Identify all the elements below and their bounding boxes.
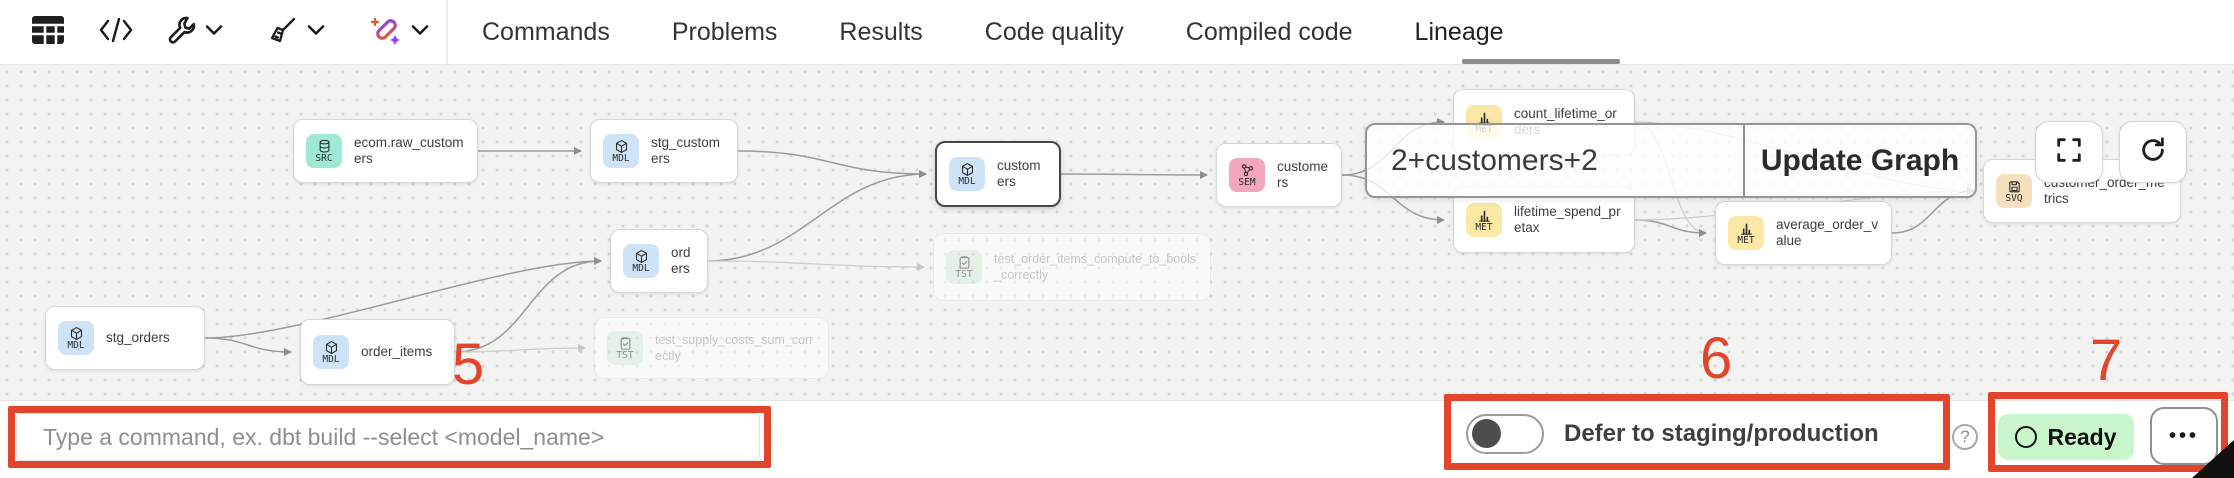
defer-toggle[interactable] bbox=[1466, 414, 1544, 454]
node-label: test_order_items_compute_to_bools_correc… bbox=[994, 252, 1197, 282]
node-label: customers bbox=[997, 158, 1041, 189]
update-graph-button[interactable]: Update Graph bbox=[1760, 143, 1960, 177]
table-icon bbox=[28, 12, 68, 53]
tab-problems[interactable]: Problems bbox=[671, 17, 778, 46]
node-type-label: MDL bbox=[612, 152, 630, 164]
node-type-label: MET bbox=[1737, 234, 1755, 246]
tab-lineage[interactable]: Lineage bbox=[1414, 17, 1504, 46]
node-type-label: MDL bbox=[632, 262, 650, 274]
node-label: orders bbox=[671, 245, 691, 276]
cleanup-tools-dropdown[interactable] bbox=[266, 14, 326, 51]
edge-order_items-to-tst_supply bbox=[454, 344, 586, 353]
node-type-label: SRC bbox=[315, 152, 333, 164]
refresh-graph-button[interactable] bbox=[2119, 121, 2187, 183]
broom-icon bbox=[266, 14, 298, 51]
node-label: order_items bbox=[361, 344, 433, 359]
edge-stg_customers-to-customers_mdl bbox=[737, 150, 927, 178]
node-type-label: TST bbox=[616, 349, 634, 361]
graph-selector-overlay: 2+customers+2 Update Graph bbox=[1365, 123, 1977, 198]
node-label: stg_orders bbox=[106, 330, 170, 345]
node-type-label: TST bbox=[955, 268, 973, 280]
cube-icon: MDL bbox=[58, 321, 94, 355]
node-label: ecom.raw_customers bbox=[354, 135, 464, 166]
fullscreen-icon bbox=[2054, 135, 2084, 170]
node-src_raw_customers[interactable]: SRC ecom.raw_customers bbox=[293, 119, 478, 183]
build-tools-dropdown[interactable] bbox=[164, 14, 224, 51]
wrench-icon bbox=[164, 14, 196, 51]
node-stg_customers[interactable]: MDL stg_customers bbox=[590, 119, 738, 183]
clipboard-icon: TST bbox=[946, 250, 982, 284]
node-type-label: MET bbox=[1475, 221, 1493, 233]
cube-icon: MDL bbox=[623, 244, 659, 278]
cube-icon: MDL bbox=[603, 134, 639, 168]
edge-stg_orders-to-orders bbox=[204, 257, 602, 339]
node-average_order_value[interactable]: MET average_order_value bbox=[1715, 201, 1892, 265]
node-customers_sem[interactable]: SEM customers bbox=[1216, 143, 1342, 207]
help-icon[interactable]: ? bbox=[1952, 424, 1978, 450]
node-orders[interactable]: MDL orders bbox=[610, 229, 708, 293]
node-stg_orders[interactable]: MDL stg_orders bbox=[45, 306, 205, 370]
command-input[interactable] bbox=[16, 413, 760, 461]
node-type-label: MDL bbox=[322, 353, 340, 365]
code-icon bbox=[98, 15, 134, 50]
ai-assist-dropdown[interactable] bbox=[368, 13, 430, 52]
node-type-label: MDL bbox=[958, 175, 976, 187]
cube-icon: MDL bbox=[313, 335, 349, 369]
node-customers_mdl[interactable]: MDL customers bbox=[935, 141, 1061, 207]
file-tree-toggle-button[interactable] bbox=[28, 10, 68, 54]
status-circle-icon bbox=[2015, 426, 2038, 448]
node-type-label: SEM bbox=[1238, 176, 1256, 188]
tab-compiled-code[interactable]: Compiled code bbox=[1185, 17, 1353, 46]
share-icon: SEM bbox=[1229, 158, 1265, 192]
edge-orders-to-customers_mdl bbox=[707, 170, 927, 262]
node-type-label: SVQ bbox=[2005, 192, 2023, 204]
bar-chart-icon: MET bbox=[1466, 203, 1502, 237]
active-tab-underline bbox=[1462, 59, 1620, 64]
node-label: customers bbox=[1277, 159, 1329, 190]
node-label: stg_customers bbox=[651, 135, 721, 166]
node-tst_supply[interactable]: TST test_supply_costs_sum_correctly bbox=[594, 317, 829, 379]
chevron-down-icon bbox=[410, 23, 430, 42]
toolbar-divider bbox=[446, 0, 448, 64]
save-icon: SVQ bbox=[1996, 174, 2032, 208]
tab-code-quality[interactable]: Code quality bbox=[984, 17, 1124, 46]
tab-bar: Commands Problems Results Code quality Compi… bbox=[482, 18, 1504, 47]
node-label: lifetime_spend_pretax bbox=[1514, 204, 1621, 235]
database-icon: SRC bbox=[306, 134, 342, 168]
tab-commands[interactable]: Commands bbox=[482, 17, 610, 46]
cube-icon: MDL bbox=[949, 157, 985, 191]
defer-control: Defer to staging/production bbox=[1466, 414, 1879, 454]
clipboard-icon: TST bbox=[607, 331, 643, 365]
magic-wand-icon bbox=[368, 13, 402, 52]
status-label: Ready bbox=[2047, 423, 2117, 450]
chevron-down-icon bbox=[306, 23, 326, 42]
overlay-divider bbox=[1743, 125, 1745, 196]
fullscreen-button[interactable] bbox=[2035, 121, 2103, 183]
refresh-icon bbox=[2138, 135, 2168, 170]
node-type-label: MDL bbox=[67, 339, 85, 351]
toggle-knob bbox=[1472, 419, 1501, 448]
chevron-down-icon bbox=[204, 23, 224, 42]
edge-order_items-to-orders bbox=[454, 257, 602, 353]
node-label: average_order_value bbox=[1776, 217, 1879, 248]
node-label: test_supply_costs_sum_correctly bbox=[655, 333, 814, 363]
node-tst_bools[interactable]: TST test_order_items_compute_to_bools_cor… bbox=[933, 233, 1211, 301]
tab-results[interactable]: Results bbox=[839, 17, 923, 46]
node-order_items[interactable]: MDL order_items bbox=[300, 319, 455, 385]
top-toolbar: Commands Problems Results Code quality Compi… bbox=[0, 0, 2234, 64]
edge-orders-to-tst_bools bbox=[707, 260, 925, 271]
defer-label: Defer to staging/production bbox=[1564, 420, 1879, 447]
edge-lifetime_spend_pretax-to-average_order_value bbox=[1634, 219, 1707, 237]
more-options-button[interactable]: ••• bbox=[2150, 407, 2218, 465]
edge-customers_mdl-to-customers_sem bbox=[1060, 170, 1208, 179]
bar-chart-icon: MET bbox=[1728, 216, 1764, 250]
code-editor-button[interactable] bbox=[98, 10, 134, 54]
selector-query-input[interactable]: 2+customers+2 bbox=[1391, 143, 1598, 177]
edge-stg_orders-to-order_items bbox=[204, 337, 292, 356]
status-badge[interactable]: Ready bbox=[1998, 414, 2134, 460]
